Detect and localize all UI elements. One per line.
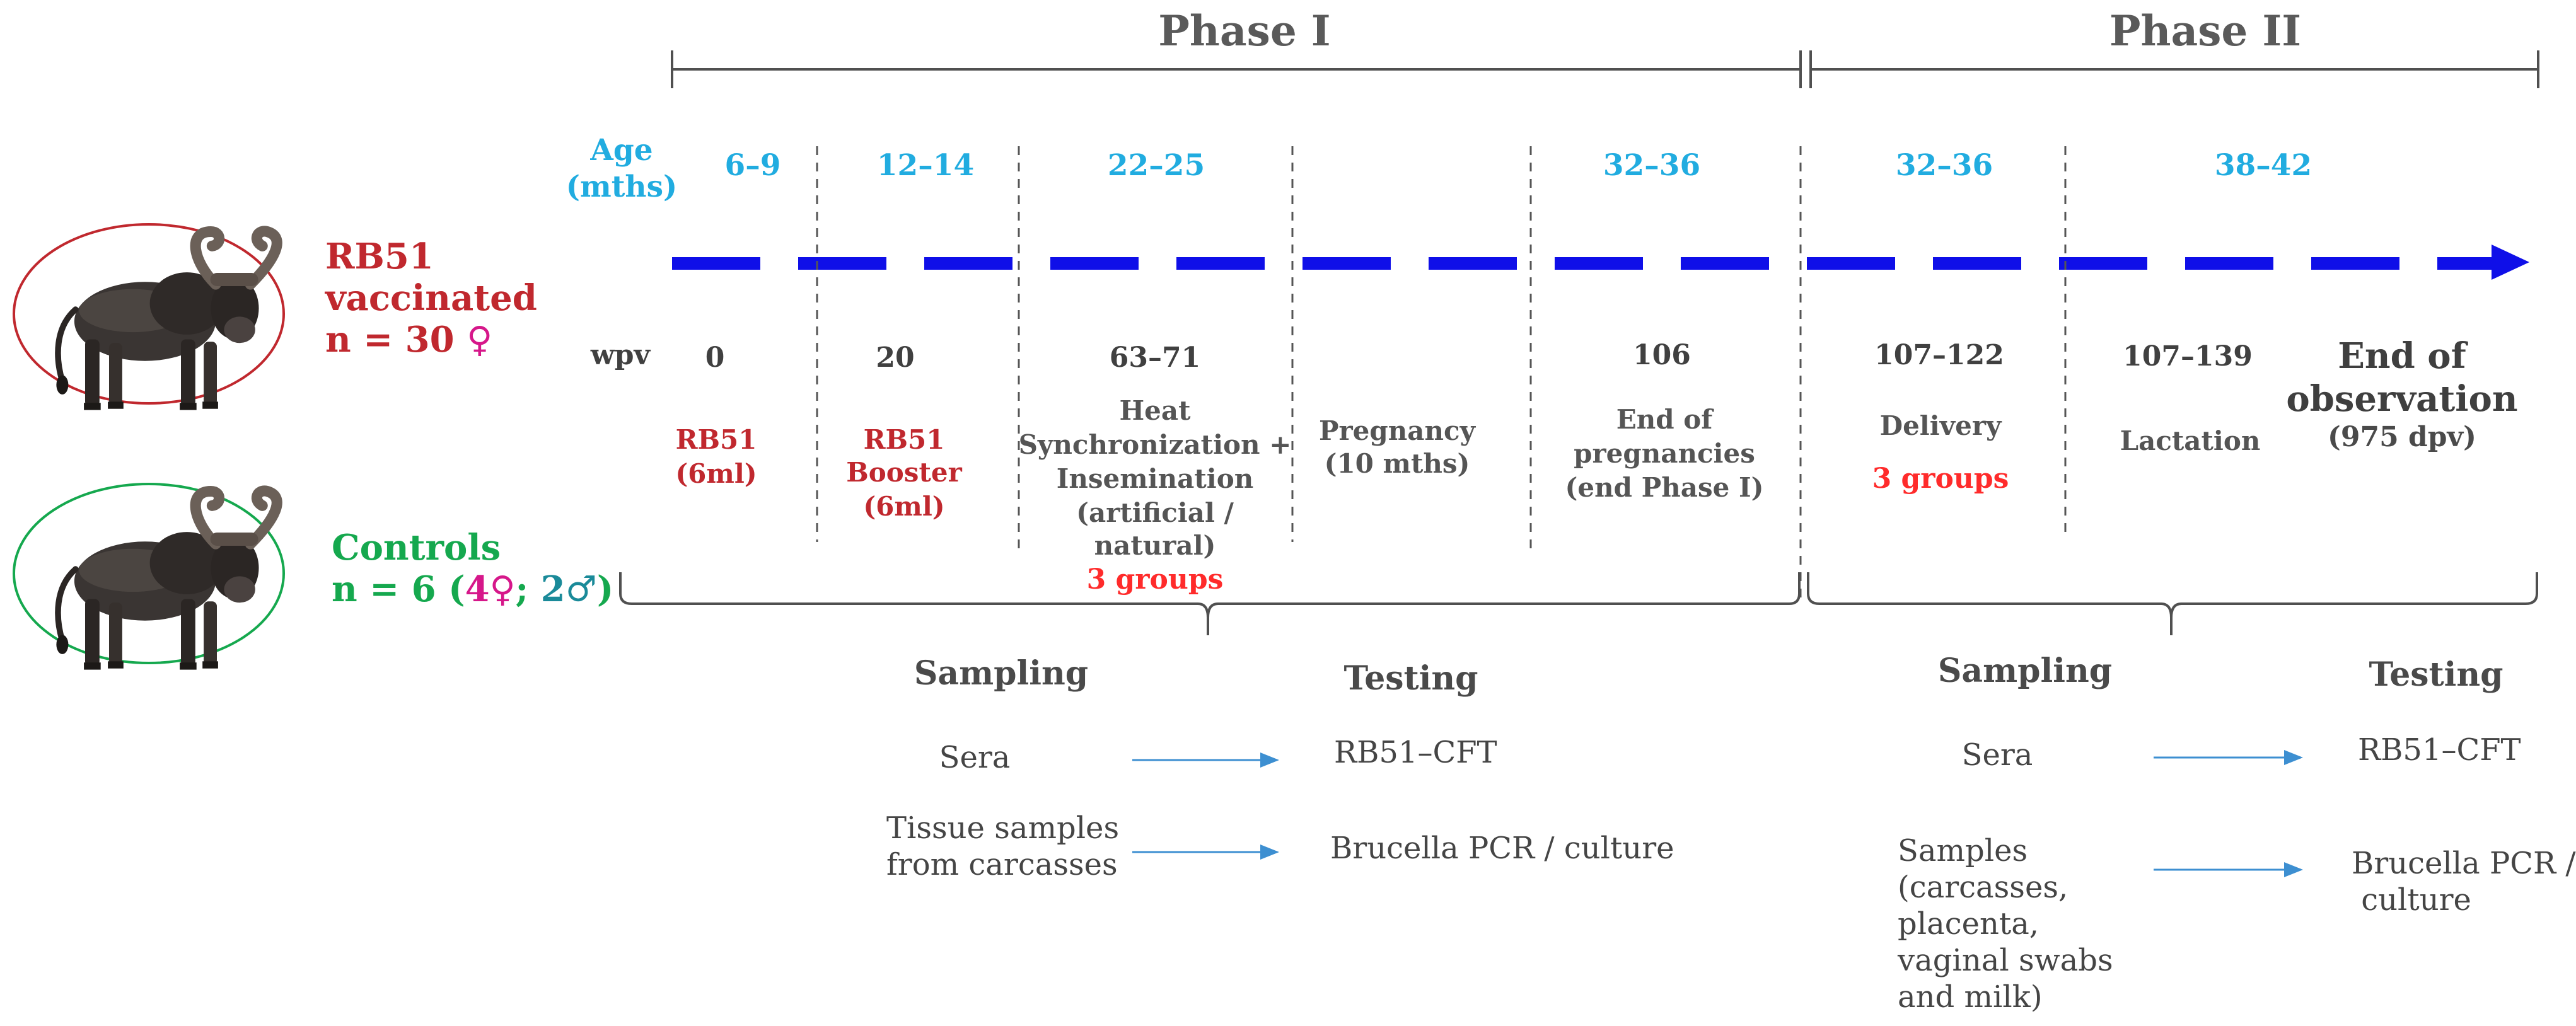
controls-group xyxy=(13,483,285,670)
event-delivery: Delivery 3 groups xyxy=(1872,410,2009,495)
phase2-title: Phase II xyxy=(2109,6,2301,55)
event-end-observation: End of observation (975 dpv) xyxy=(2286,335,2517,453)
svg-text:observation: observation xyxy=(2286,378,2517,420)
svg-text:Heat: Heat xyxy=(1119,395,1191,426)
wpv-value: 0 xyxy=(705,342,725,374)
svg-text:(6ml): (6ml) xyxy=(863,491,944,522)
vaccinated-label-line2: vaccinated xyxy=(324,277,537,319)
phase1-test-cft: RB51–CFT xyxy=(1334,735,1497,770)
phase2-brace xyxy=(1807,572,2538,635)
phase2-test-pcr-line2: culture xyxy=(2352,882,2471,918)
wpv-label: wpv xyxy=(590,339,651,371)
svg-text:pregnancies: pregnancies xyxy=(1574,438,1755,469)
phase1-title: Phase I xyxy=(1158,6,1330,55)
phase1-bracket xyxy=(671,50,1802,88)
column-separators xyxy=(816,146,2067,599)
female-count: 4♀ xyxy=(465,568,516,610)
svg-text:RB51: RB51 xyxy=(676,424,757,455)
svg-text:(artificial /: (artificial / xyxy=(1076,497,1234,528)
event-booster: RB51 Booster (6ml) xyxy=(846,424,962,522)
wpv-value: 63–71 xyxy=(1110,342,1200,374)
event-rb51: RB51 (6ml) xyxy=(675,424,757,489)
controls-count: n = 6 (4♀; 2♂) xyxy=(332,568,613,610)
svg-text:Synchronization +: Synchronization + xyxy=(1019,429,1292,460)
svg-text:Pregnancy: Pregnancy xyxy=(1319,415,1477,446)
svg-text:(6ml): (6ml) xyxy=(675,458,757,489)
phase1-sample-tissue-line1: Tissue samples xyxy=(886,810,1119,846)
vaccinated-count: n = 30 ♀ xyxy=(325,319,492,360)
phase1-testing-title: Testing xyxy=(1343,659,1478,698)
age-value: 32–36 xyxy=(1603,148,1700,183)
phase1-brace xyxy=(619,572,1801,635)
svg-text:End of: End of xyxy=(1616,404,1715,435)
buffalo-icon xyxy=(56,491,277,670)
svg-text:(975 dpv): (975 dpv) xyxy=(2328,421,2476,453)
vaccinated-group xyxy=(13,223,285,410)
svg-text:placenta,: placenta, xyxy=(1898,906,2039,942)
svg-text:Delivery: Delivery xyxy=(1880,410,2002,441)
svg-text:Insemination: Insemination xyxy=(1057,463,1254,494)
phase2-test-pcr-line1: Brucella PCR / xyxy=(2352,846,2576,881)
phase2-bracket xyxy=(1809,50,2539,88)
phase2-testing-title: Testing xyxy=(2369,655,2503,694)
phase2-test-cft: RB51–CFT xyxy=(2358,732,2521,768)
event-pregnancy: Pregnancy (10 mths) xyxy=(1319,415,1477,479)
age-value: 22–25 xyxy=(1108,148,1205,183)
event-insemination: Heat Synchronization + Insemination (art… xyxy=(1019,395,1292,596)
phase1-sampling-title: Sampling xyxy=(914,654,1088,693)
svg-text:vaginal swabs: vaginal swabs xyxy=(1897,943,2113,978)
svg-text:Lactation: Lactation xyxy=(2120,425,2261,456)
controls-label: Controls xyxy=(332,527,501,568)
age-value: 38–42 xyxy=(2215,148,2312,183)
event-end-pregnancies: End of pregnancies (end Phase I) xyxy=(1565,404,1764,503)
wpv-value: 20 xyxy=(876,342,914,374)
female-symbol: ♀ xyxy=(467,319,492,360)
insemination-groups: 3 groups xyxy=(1087,563,1224,596)
male-count: 2♂ xyxy=(541,568,597,610)
svg-text:and milk): and milk) xyxy=(1898,979,2043,1015)
svg-text:RB51: RB51 xyxy=(864,424,945,455)
wpv-value: 106 xyxy=(1633,339,1691,371)
svg-text:End of: End of xyxy=(2338,335,2468,377)
delivery-groups: 3 groups xyxy=(1872,463,2009,495)
svg-text:Samples: Samples xyxy=(1898,833,2028,868)
svg-text:Booster: Booster xyxy=(846,457,962,488)
phase2-sample-multi: Samples (carcasses, placenta, vaginal sw… xyxy=(1897,833,2113,1015)
age-value: 6–9 xyxy=(725,148,781,183)
buffalo-icon xyxy=(56,231,277,410)
age-value: 12–14 xyxy=(877,148,974,183)
event-lactation: Lactation xyxy=(2120,425,2261,456)
phase1-sample-tissue-line2: from carcasses xyxy=(886,847,1118,882)
svg-text:natural): natural) xyxy=(1094,530,1216,561)
controls-oval xyxy=(13,483,285,664)
wpv-value: 107–122 xyxy=(1874,339,2004,371)
age-value: 32–36 xyxy=(1896,148,1993,183)
vaccinated-label-line1: RB51 xyxy=(325,236,434,277)
phase1-test-pcr: Brucella PCR / culture xyxy=(1330,831,1674,866)
phase2-sample-sera: Sera xyxy=(1962,737,2033,773)
svg-text:(end Phase I): (end Phase I) xyxy=(1565,472,1764,503)
svg-text:(carcasses,: (carcasses, xyxy=(1898,870,2068,905)
age-label-line2: (mths) xyxy=(566,170,678,204)
svg-text:(10 mths): (10 mths) xyxy=(1325,448,1470,479)
phase2-sampling-title: Sampling xyxy=(1938,652,2112,690)
age-label-line1: Age xyxy=(589,133,653,168)
wpv-value: 107–139 xyxy=(2123,340,2253,372)
timeline-arrow xyxy=(672,245,2529,280)
vaccinated-oval xyxy=(13,223,285,405)
phase1-sample-sera: Sera xyxy=(939,740,1011,775)
